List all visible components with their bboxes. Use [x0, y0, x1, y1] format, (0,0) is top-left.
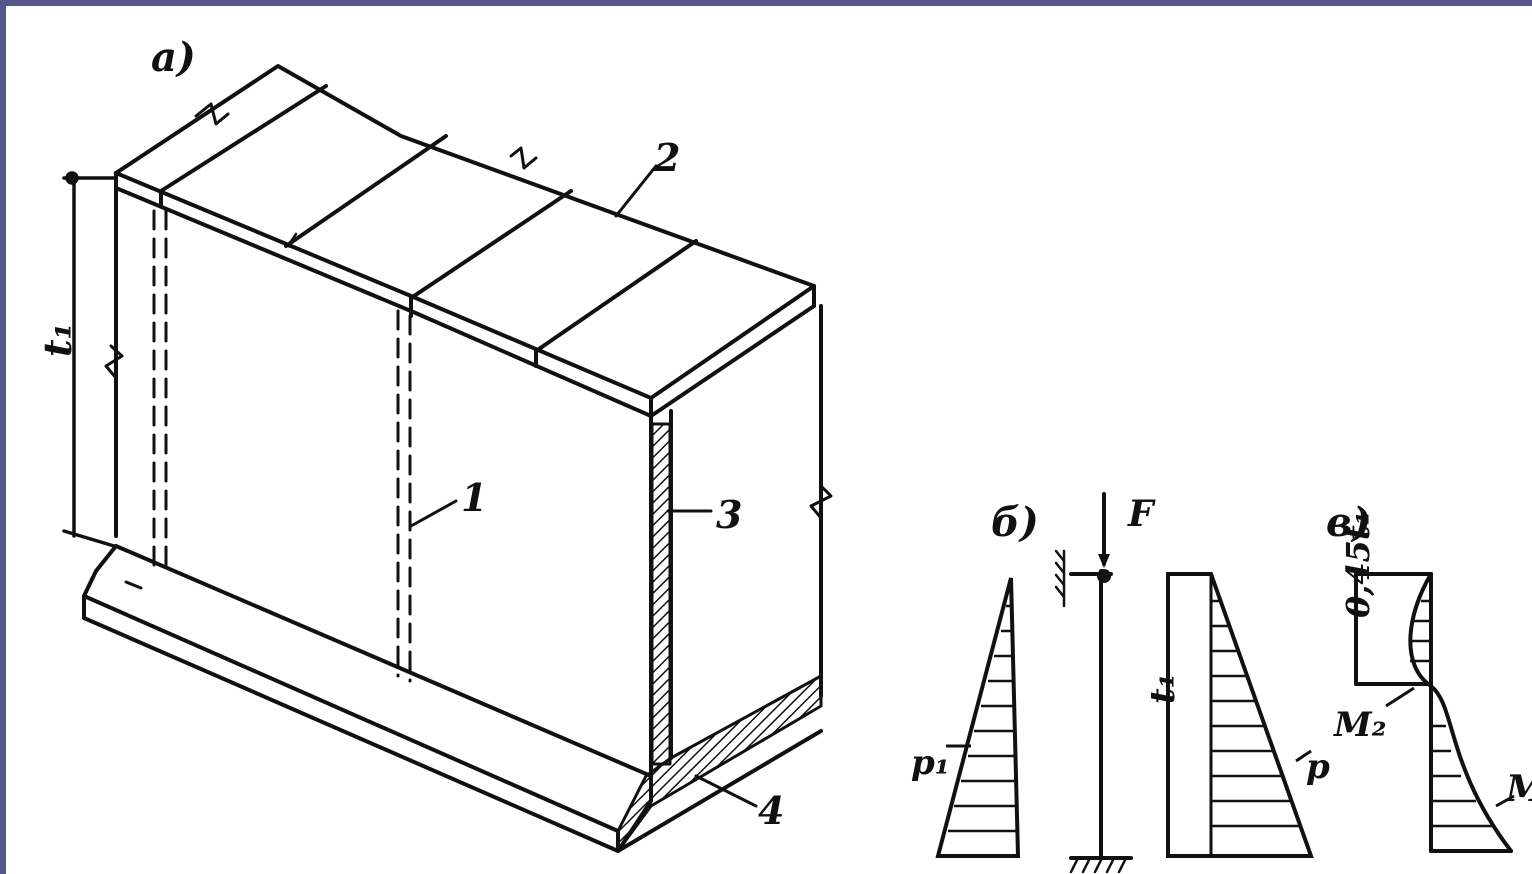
- dimension-label: 0,45t₁: [1339, 511, 1377, 618]
- support-hatch: [1054, 549, 1128, 874]
- m-label: M: [1504, 768, 1532, 810]
- diagram-canvas: a) 1 2 3 4 t₁ б) p₁: [6, 6, 1532, 874]
- panel-v-label: в): [1326, 499, 1371, 546]
- height-label: t₁: [35, 323, 80, 357]
- column-scheme: [1054, 492, 1133, 874]
- p1-label: p₁: [911, 743, 950, 783]
- height2-label: t₁: [1143, 673, 1183, 704]
- leader-lines: [409, 164, 758, 808]
- part-2-label: 2: [653, 135, 680, 180]
- p1-hatching: [948, 604, 1017, 833]
- moment-hatching: [1410, 599, 1493, 828]
- engineering-drawing: a) 1 2 3 4 t₁ б) p₁: [35, 34, 1532, 874]
- m2-label: M₂: [1333, 705, 1387, 745]
- height-dimension: [62, 171, 124, 548]
- moment-diagram: в) 0,45t₁ M₂ M: [1326, 499, 1532, 853]
- panel-a-label: a): [151, 34, 196, 81]
- wall-top-band: [114, 171, 816, 538]
- part-1-label: 1: [461, 475, 487, 520]
- part-3-label: 3: [716, 492, 742, 537]
- wall-isometric-view: a) 1 2 3 4 t₁: [35, 34, 833, 853]
- wall-front-face: [114, 209, 653, 778]
- wall-footing: [82, 544, 823, 853]
- p-hatching: [1211, 599, 1301, 828]
- pressure-triangle-p1: p₁: [911, 577, 1021, 858]
- panel-b-label: б): [991, 499, 1039, 546]
- force-label: F: [1127, 493, 1156, 535]
- pressure-diagram-p: p t₁: [1143, 572, 1330, 858]
- wall-top-face: [114, 64, 816, 400]
- load-scheme: б) p₁: [911, 492, 1330, 874]
- wall-side-face: [650, 304, 833, 766]
- p-label: p: [1306, 747, 1330, 787]
- part-4-label: 4: [758, 788, 784, 833]
